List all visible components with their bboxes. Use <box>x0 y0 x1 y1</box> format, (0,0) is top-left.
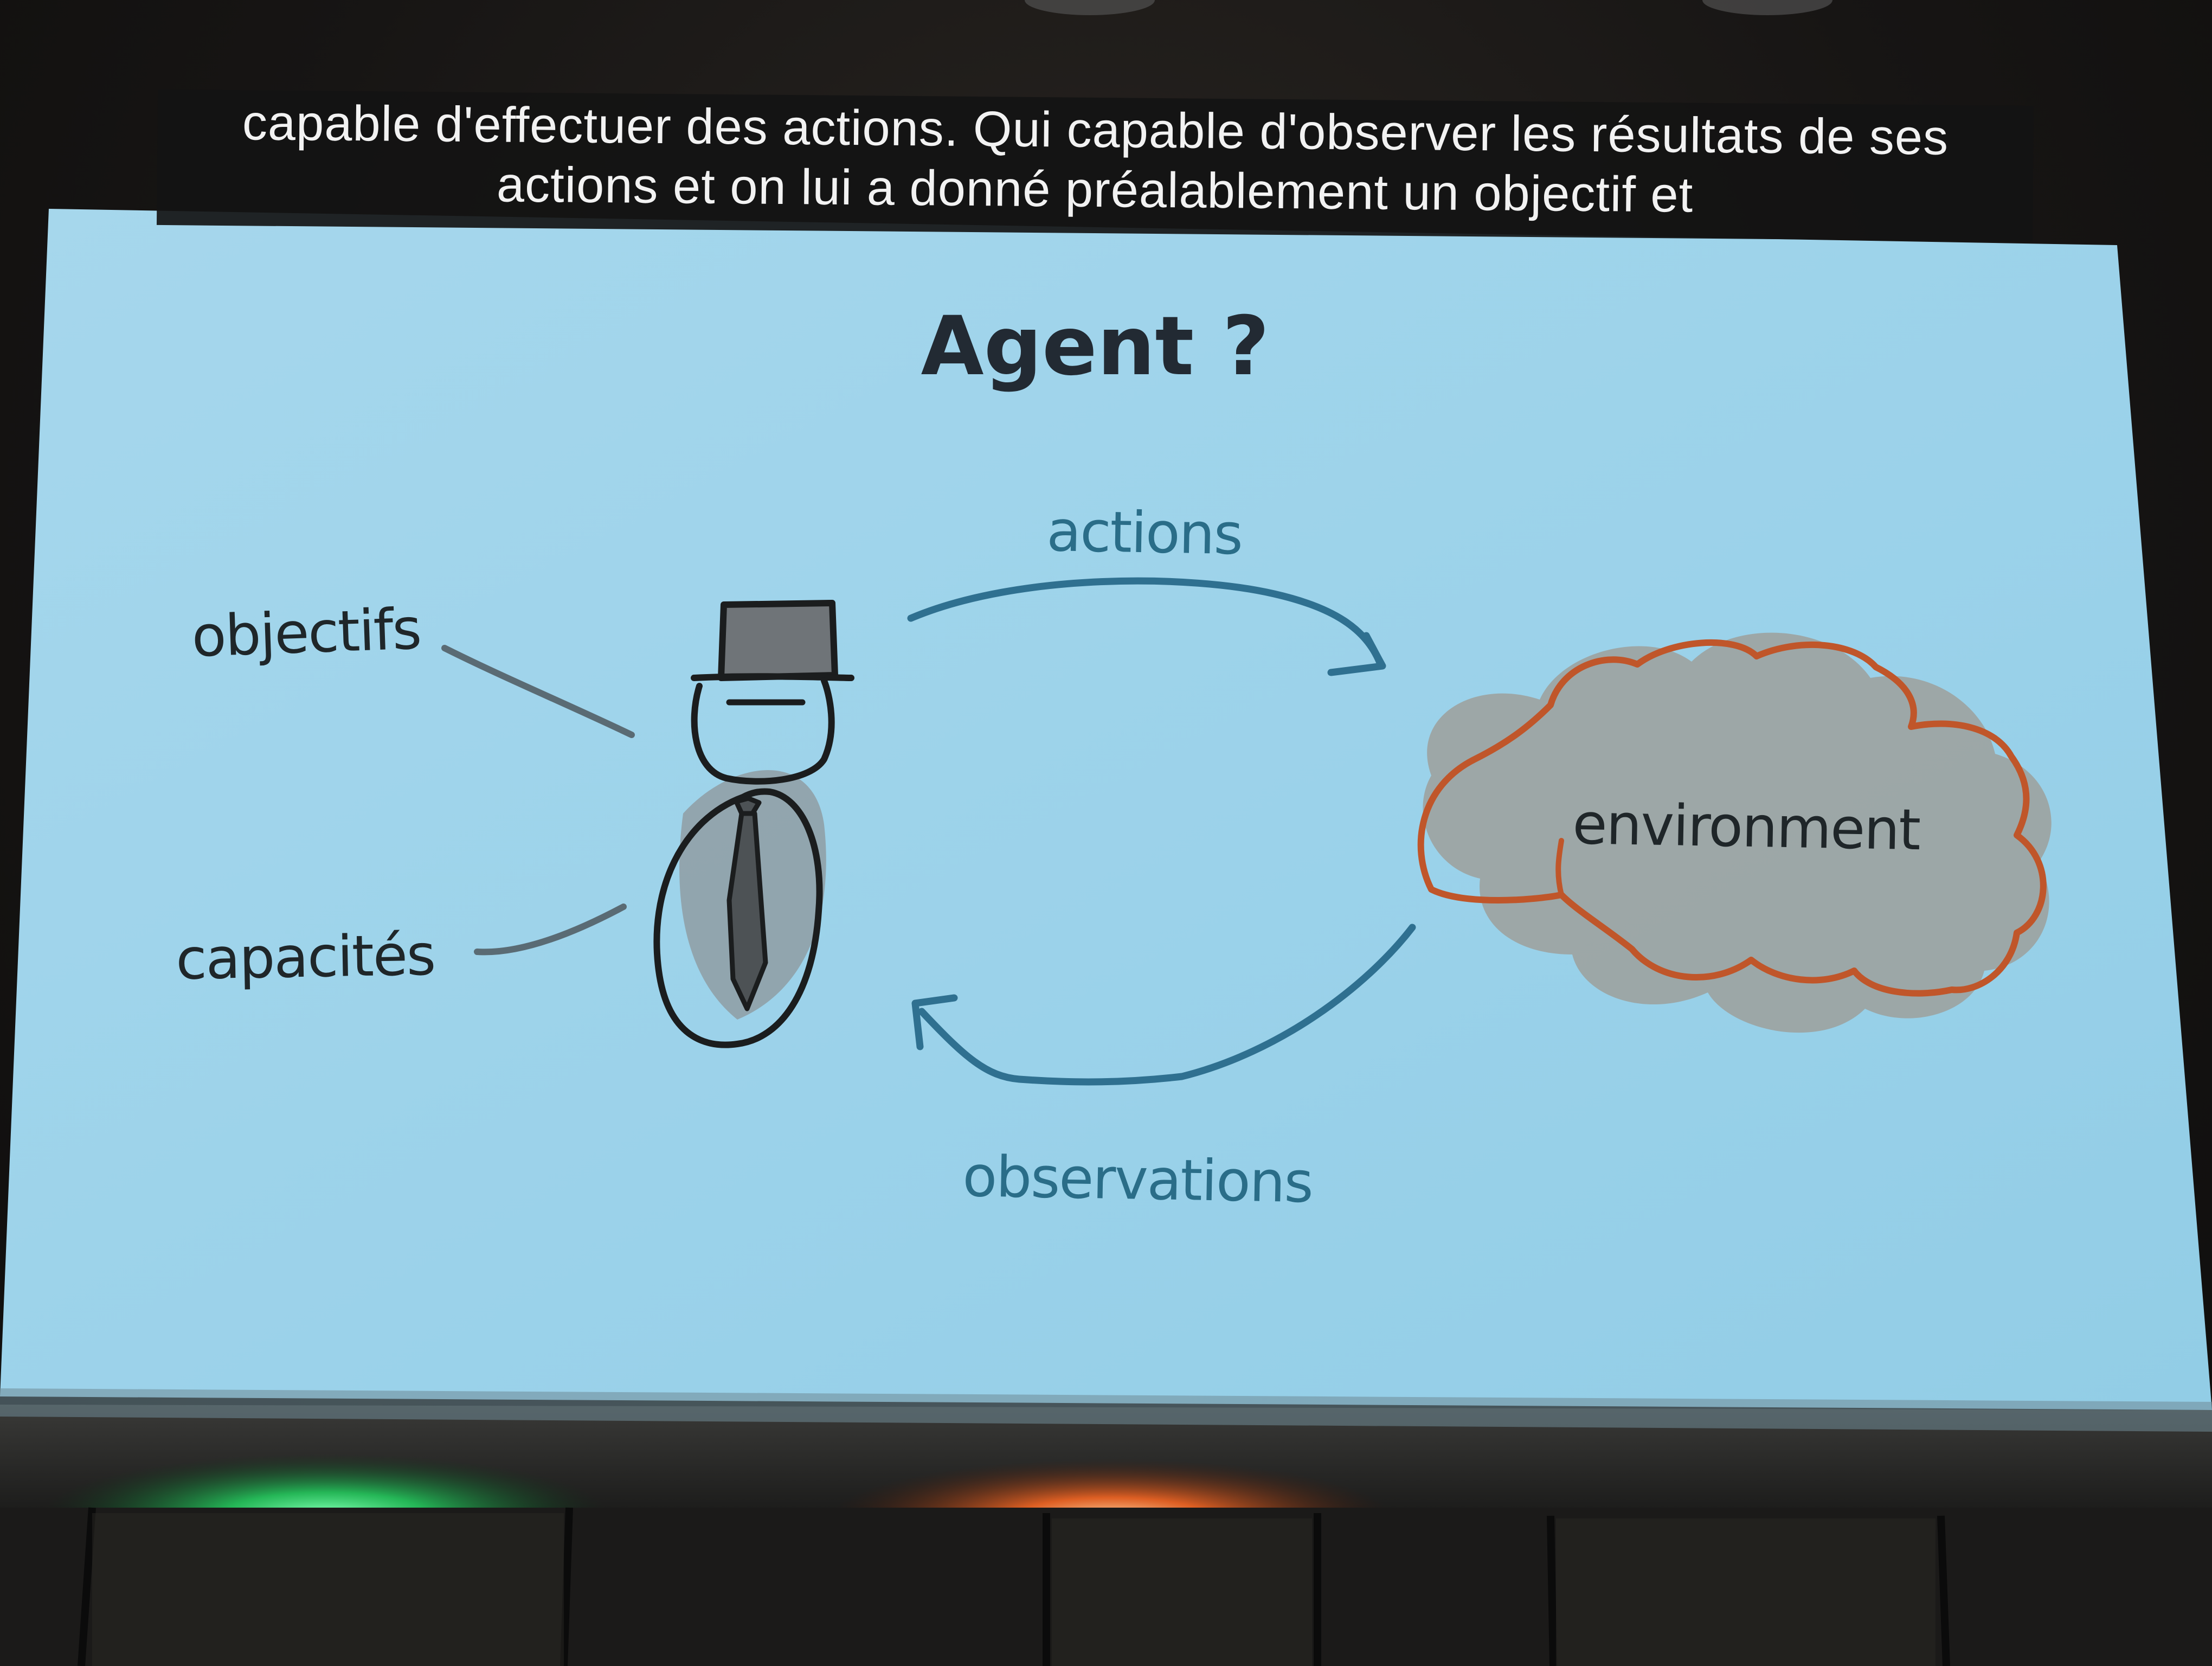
stage-panel-seams <box>78 1507 1950 1666</box>
environment-cloud-icon <box>1417 632 2052 1033</box>
label-actions: actions <box>1046 498 1243 567</box>
ceiling-light <box>1702 0 1832 15</box>
label-environment: environment <box>1572 791 1921 863</box>
live-subtitles: capable d'effectuer des actions. Qui cap… <box>156 89 2034 242</box>
actions-arrow-icon <box>907 577 1386 676</box>
agent-figure-icon <box>653 600 854 1048</box>
capacites-pointer-line <box>474 904 627 956</box>
observations-arrow-icon <box>911 924 1416 1086</box>
slide-title: Agent ? <box>921 299 1270 394</box>
label-objectifs: objectifs <box>191 595 422 670</box>
label-capacites: capacités <box>175 922 435 992</box>
objectifs-pointer-line <box>441 645 635 738</box>
slide <box>0 209 2212 1410</box>
label-observations: observations <box>962 1143 1313 1215</box>
ceiling-light <box>1025 0 1155 15</box>
subtitle-line-1: capable d'effectuer des actions. Qui cap… <box>242 95 1949 165</box>
subtitle-line-2: actions et on lui a donné préalablement … <box>496 157 1694 223</box>
